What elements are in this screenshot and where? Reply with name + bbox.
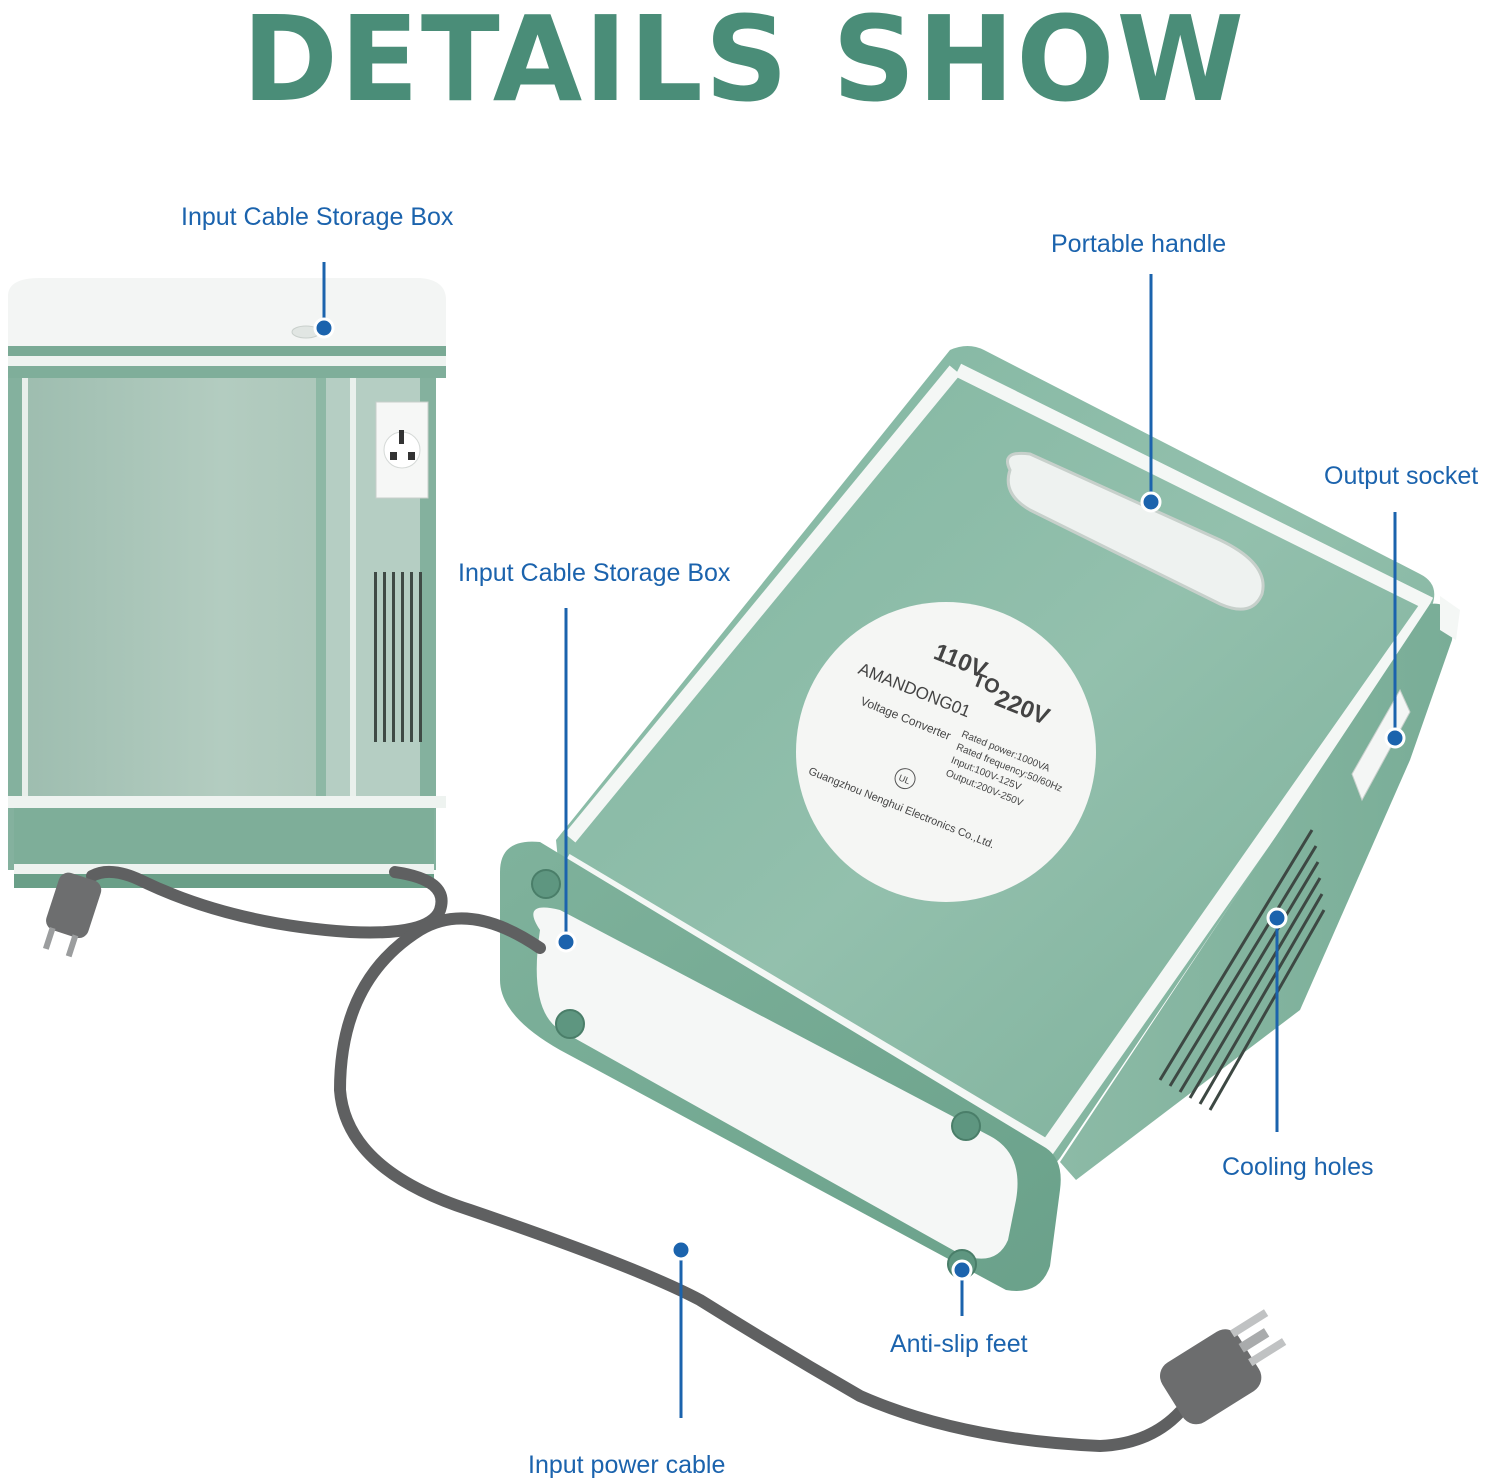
spec-label-plate — [796, 602, 1096, 902]
large-converter-unit: 110V TO 220V AMANDONG01 Voltage Converte… — [500, 346, 1460, 1291]
label-certification: UL — [897, 773, 911, 787]
callout-leaders — [313, 262, 1406, 1418]
callout-storage-box-top: Input Cable Storage Box — [181, 203, 454, 231]
large-unit-storage-compartment — [533, 907, 1018, 1259]
small-unit-lid — [8, 278, 446, 346]
callout-anti-slip-feet: Anti-slip feet — [890, 1330, 1028, 1358]
input-power-cable — [333, 912, 1287, 1453]
anti-slip-feet — [531, 869, 981, 1279]
callout-output-socket: Output socket — [1324, 462, 1479, 490]
callout-portable-handle: Portable handle — [1051, 230, 1227, 258]
large-unit-cooling-vents — [1158, 829, 1326, 1111]
callout-storage-box-side: Input Cable Storage Box — [458, 559, 731, 587]
page-title: DETAILS SHOW — [241, 0, 1247, 128]
callout-input-power-cable: Input power cable — [528, 1451, 726, 1479]
small-unit-plug — [42, 872, 102, 958]
callout-cooling-holes: Cooling holes — [1222, 1153, 1374, 1181]
small-unit-vents — [374, 572, 422, 742]
large-unit-side-face — [1060, 603, 1453, 1180]
portable-handle — [1006, 451, 1265, 611]
input-power-plug — [1160, 1309, 1287, 1425]
small-converter-unit — [8, 278, 448, 958]
